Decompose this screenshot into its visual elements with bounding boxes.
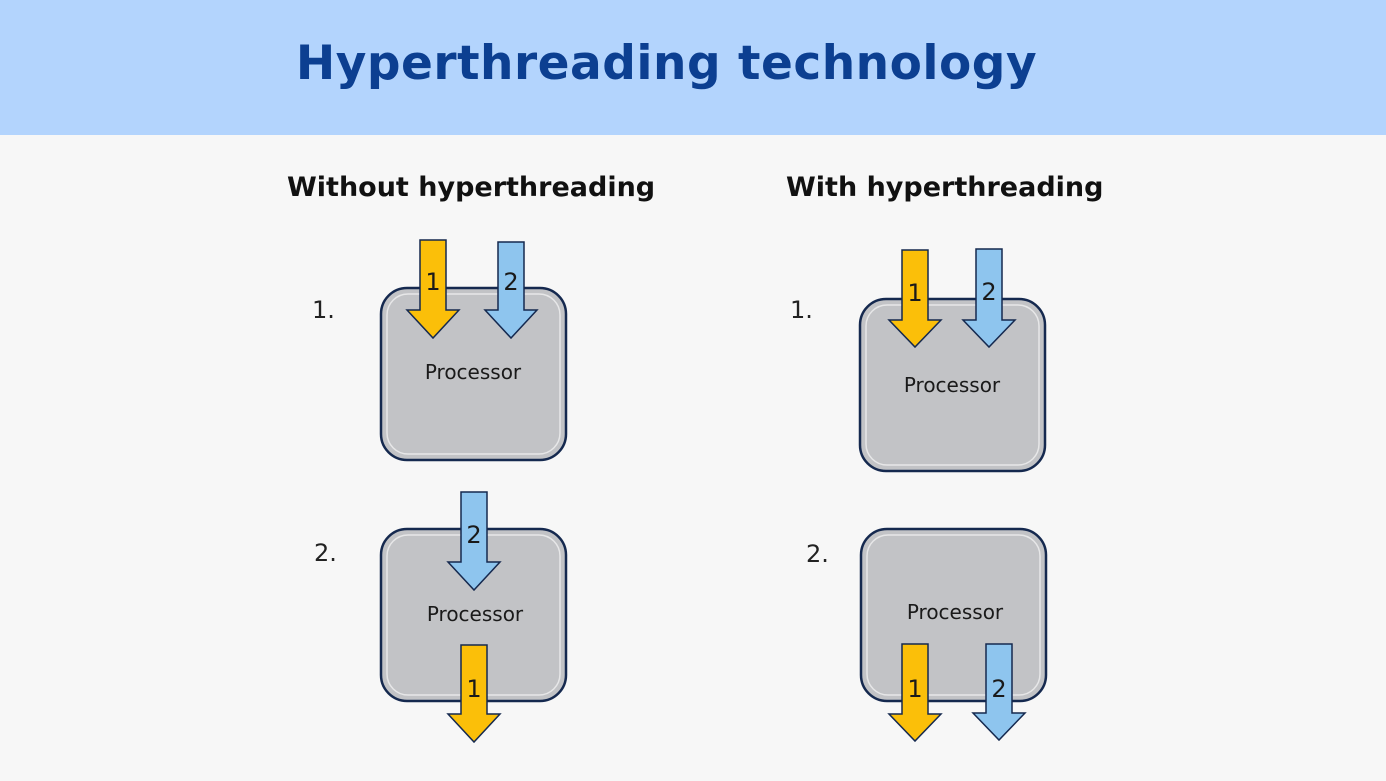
processor-right-1: Processor [858, 297, 1047, 473]
thread-1-arrow: 1 [887, 249, 943, 349]
svg-text:2: 2 [991, 675, 1006, 703]
svg-text:1: 1 [907, 279, 922, 307]
heading-with-hyperthreading: With hyperthreading [786, 172, 1104, 203]
step-label-right-1: 1. [790, 296, 813, 324]
processor-left-1: Processor [379, 286, 568, 462]
header-banner: Hyperthreading technology [0, 0, 1386, 135]
step-label-right-2: 2. [806, 540, 829, 568]
thread-2-arrow: 2 [446, 491, 502, 592]
step-label-left-1: 1. [312, 296, 335, 324]
step-label-left-2: 2. [314, 539, 337, 567]
processor-label: Processor [907, 600, 1004, 624]
svg-text:1: 1 [425, 268, 440, 296]
heading-without-hyperthreading: Without hyperthreading [287, 172, 656, 203]
svg-text:2: 2 [503, 268, 518, 296]
processor-label: Processor [425, 360, 522, 384]
processor-label: Processor [904, 373, 1001, 397]
thread-1-arrow: 1 [446, 644, 502, 744]
thread-2-arrow: 2 [483, 241, 539, 340]
thread-2-arrow: 2 [971, 643, 1027, 742]
svg-text:2: 2 [981, 278, 996, 306]
thread-1-arrow: 1 [887, 643, 943, 743]
processor-right-2: Processor [859, 527, 1048, 703]
page-title: Hyperthreading technology [295, 36, 1038, 91]
svg-text:1: 1 [466, 675, 481, 703]
processor-left-2: Processor [379, 527, 568, 703]
svg-text:1: 1 [907, 675, 922, 703]
thread-1-arrow: 1 [405, 239, 461, 340]
processor-label: Processor [427, 602, 524, 626]
svg-text:2: 2 [466, 521, 481, 549]
thread-2-arrow: 2 [961, 248, 1017, 349]
